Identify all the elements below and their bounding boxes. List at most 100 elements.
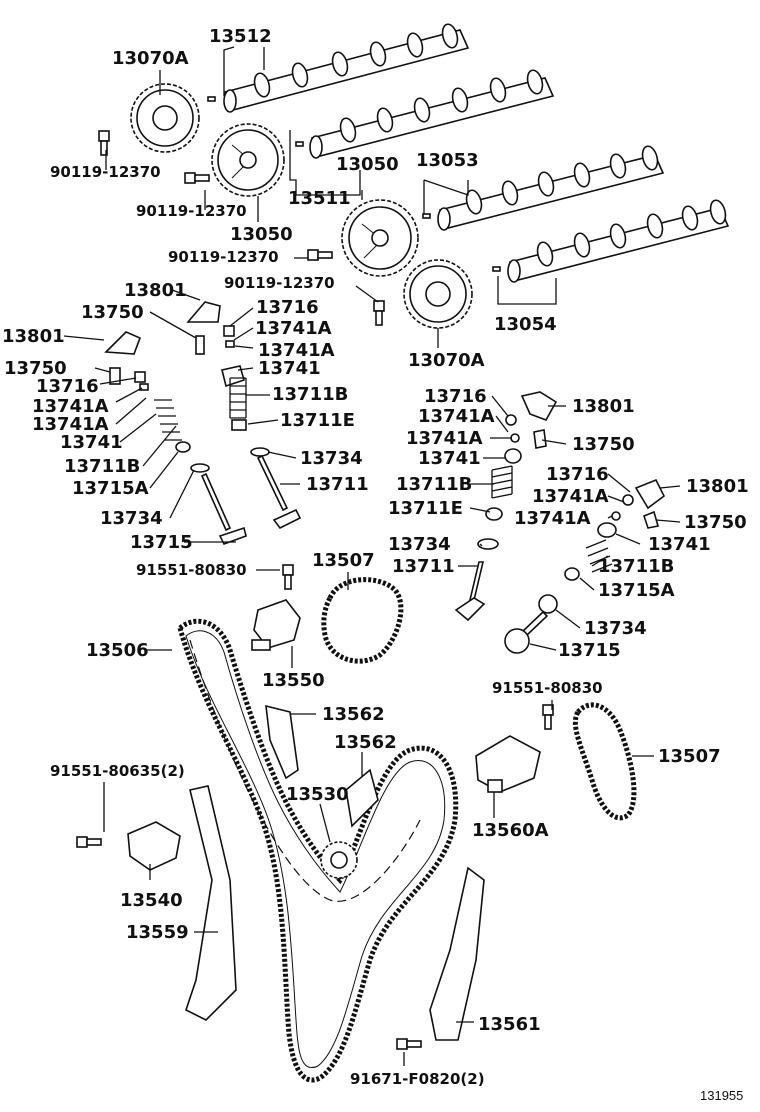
label-13715A-b: 13715A <box>598 580 675 601</box>
vvt-gear-top <box>130 83 200 153</box>
label-13741-b: 13741 <box>60 432 123 453</box>
spring-right-2 <box>585 539 613 573</box>
valve-right-1 <box>454 538 499 622</box>
label-90119-12370-d: 90119-12370 <box>224 274 335 292</box>
cam-sprocket-2 <box>341 199 419 277</box>
label-13050-a: 13050 <box>336 154 399 175</box>
rocker-arm-left-1 <box>186 301 221 355</box>
label-13734-b: 13734 <box>100 508 163 529</box>
label-13715A-a: 13715A <box>72 478 149 499</box>
label-13711B-b: 13711B <box>64 456 140 477</box>
label-13540: 13540 <box>120 890 183 911</box>
label-13711-a: 13711 <box>306 474 369 495</box>
spring-right-1 <box>491 465 513 499</box>
label-13741A-f: 13741A <box>406 428 483 449</box>
label-13562-a: 13562 <box>322 704 385 725</box>
chain-guide-13562-a <box>265 704 299 780</box>
camshaft-top-2 <box>295 67 555 159</box>
label-13741A-g: 13741A <box>532 486 609 507</box>
label-13741-d: 13741 <box>648 534 711 555</box>
label-13801-c: 13801 <box>572 396 635 417</box>
label-13711E-a: 13711E <box>280 410 355 431</box>
chain-guide-13562-b <box>345 768 379 828</box>
label-13715-a: 13715 <box>130 532 193 553</box>
cam-sprocket-1 <box>211 123 285 197</box>
chain-13507-left <box>321 577 404 664</box>
label-91551-80830-b: 91551-80830 <box>492 679 603 697</box>
label-91551-80830-a: 91551-80830 <box>136 561 247 579</box>
rocker-arm-right-1 <box>520 391 558 449</box>
label-13801-a: 13801 <box>124 280 187 301</box>
label-13734-d: 13734 <box>584 618 647 639</box>
idler-sprocket-13530 <box>320 841 358 879</box>
label-91551-80635: 91551-80635(2) <box>50 762 185 780</box>
label-13506: 13506 <box>86 640 149 661</box>
label-13562-b: 13562 <box>334 732 397 753</box>
label-13741A-d: 13741A <box>32 414 109 435</box>
label-13741-a: 13741 <box>258 358 321 379</box>
leader-lines <box>63 46 681 1066</box>
chain-13507-right <box>572 702 637 821</box>
pin-13512 <box>207 96 216 102</box>
label-13750-a: 13750 <box>81 302 144 323</box>
bolt-icon <box>98 130 110 156</box>
valve-left-1 <box>250 447 302 530</box>
vvt-gear-bottom <box>403 259 473 329</box>
label-13734-a: 13734 <box>300 448 363 469</box>
reference-number: 131955 <box>700 1088 743 1103</box>
label-13711B-d: 13711B <box>598 556 674 577</box>
camshaft-top-1 <box>207 21 470 113</box>
label-13711B-c: 13711B <box>396 474 472 495</box>
label-13711E-b: 13711E <box>388 498 463 519</box>
label-13750-d: 13750 <box>684 512 747 533</box>
label-13750-b: 13750 <box>4 358 67 379</box>
label-13559: 13559 <box>126 922 189 943</box>
valve-left-2 <box>190 463 247 545</box>
label-13734-c: 13734 <box>388 534 451 555</box>
chain-tensioner-13550 <box>251 599 301 651</box>
valve-right-2 <box>504 594 558 654</box>
label-13507-b: 13507 <box>658 746 721 767</box>
label-13741-c: 13741 <box>418 448 481 469</box>
label-13711-b: 13711 <box>392 556 455 577</box>
label-13550: 13550 <box>262 670 325 691</box>
label-13741A-e: 13741A <box>418 406 495 427</box>
label-13741A-h: 13741A <box>514 508 591 529</box>
label-13511: 13511 <box>288 188 351 209</box>
label-13053: 13053 <box>416 150 479 171</box>
label-13741A-a: 13741A <box>255 318 332 339</box>
chain-tensioner-13560A <box>475 735 541 793</box>
label-13750-c: 13750 <box>572 434 635 455</box>
label-13070A-bottom: 13070A <box>408 350 485 371</box>
spring-left-1 <box>229 377 247 419</box>
tensioner-13540 <box>127 821 181 871</box>
label-13512: 13512 <box>209 26 272 47</box>
label-13561: 13561 <box>478 1014 541 1035</box>
label-13507-a: 13507 <box>312 550 375 571</box>
label-90119-12370-a: 90119-12370 <box>50 163 161 181</box>
label-13716-a: 13716 <box>256 297 319 318</box>
label-13070A-top: 13070A <box>112 48 189 69</box>
label-13716-c: 13716 <box>424 386 487 407</box>
chain-guide-13559 <box>185 785 237 1021</box>
label-13715-b: 13715 <box>558 640 621 661</box>
rocker-arm-left-2 <box>104 331 142 385</box>
label-13801-d: 13801 <box>686 476 749 497</box>
label-13560A: 13560A <box>472 820 549 841</box>
retainer <box>221 365 245 388</box>
spring-left-2 <box>154 399 182 441</box>
label-13801-b: 13801 <box>2 326 65 347</box>
chain-guide-13561 <box>429 866 485 1041</box>
label-90119-12370-c: 90119-12370 <box>168 248 279 266</box>
label-13741A-b: 13741A <box>258 340 335 361</box>
part-labels: 13070A 13512 90119-12370 90119-12370 135… <box>2 26 749 1103</box>
label-13716-d: 13716 <box>546 464 609 485</box>
label-13530: 13530 <box>286 784 349 805</box>
label-13716-b: 13716 <box>36 376 99 397</box>
label-13711B-a: 13711B <box>272 384 348 405</box>
label-91671-F0820: 91671-F0820(2) <box>350 1070 485 1088</box>
camshaft-bottom-2 <box>492 197 730 283</box>
label-13050-b: 13050 <box>230 224 293 245</box>
label-13054: 13054 <box>494 314 557 335</box>
